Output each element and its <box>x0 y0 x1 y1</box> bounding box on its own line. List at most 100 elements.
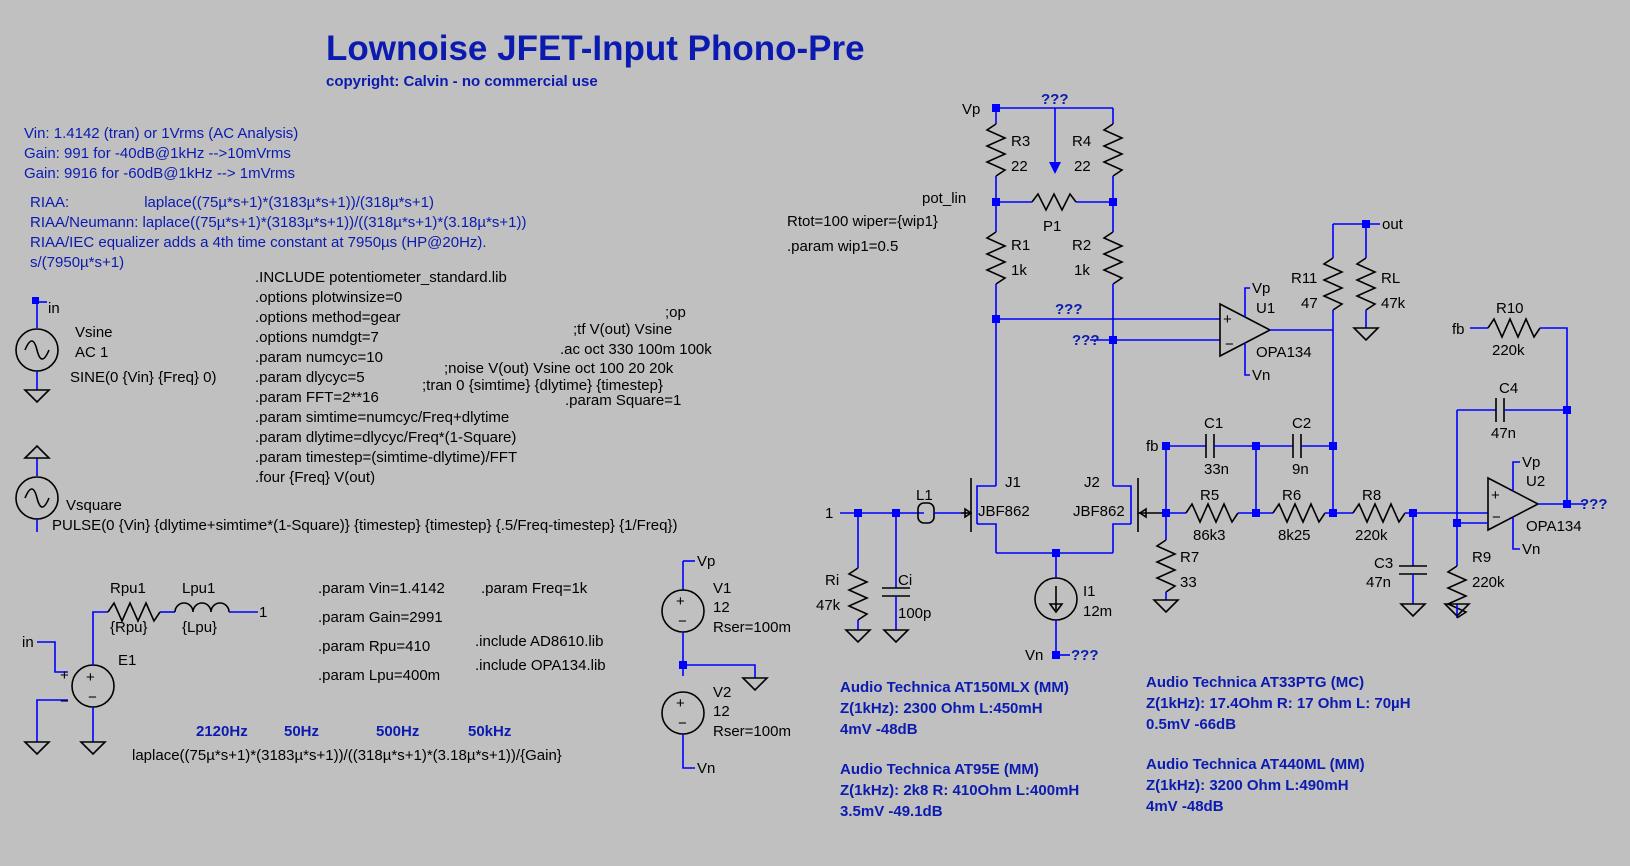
vsquare-source[interactable]: Vsquare PULSE(0 {Vin} {dlytime+simtime*(… <box>15 444 677 534</box>
u1-vn: Vn <box>1252 367 1270 384</box>
directive-square: .param Square=1 <box>565 392 681 409</box>
j1-name: J1 <box>1005 474 1021 491</box>
p1-name: P1 <box>1043 218 1061 235</box>
rpu-name: Rpu1 <box>110 580 146 597</box>
ground-icon <box>23 389 51 404</box>
svg-text:+: + <box>1223 311 1232 328</box>
opamp-u2[interactable]: + − ??? Vp Vn U2 OPA134 C4 47n fb R10 22… <box>1443 300 1608 619</box>
v1-rser: Rser=100m <box>713 619 791 636</box>
c3-value: 47n <box>1366 574 1391 591</box>
directive-noise: ;noise V(out) Vsine oct 100 20 20k <box>444 360 674 377</box>
r11-name: R11 <box>1291 270 1317 287</box>
directive-op: ;op <box>665 304 686 321</box>
riaa-network[interactable]: fb C1 33n C2 9n R5 86k3 R6 8k25 <box>1146 415 1488 618</box>
svg-text:−: − <box>60 693 69 710</box>
l1-name: L1 <box>916 487 933 504</box>
directive-line: .param timestep=(simtime-dlytime)/FFT <box>255 449 517 466</box>
param-lpu: .param Lpu=400m <box>318 667 440 684</box>
cartridge-name: Audio Technica AT95E (MM) <box>840 761 1039 778</box>
c1-name: C1 <box>1204 415 1223 432</box>
cartridge-name: Audio Technica AT440ML (MM) <box>1146 756 1365 773</box>
cartridge-notes: Audio Technica AT150MLX (MM) Z(1kHz): 23… <box>840 674 1411 820</box>
qmark-label: ??? <box>1041 91 1069 108</box>
include-opa134: .include OPA134.lib <box>475 657 606 674</box>
spice-directives: .INCLUDE potentiometer_standard.lib .opt… <box>255 269 712 486</box>
vsine-ac: AC 1 <box>75 344 108 361</box>
r2-value: 1k <box>1074 262 1090 279</box>
r9-name: R9 <box>1472 549 1491 566</box>
riaa-line: s/(7950µ*s+1) <box>30 254 124 271</box>
ri-name: Ri <box>825 572 839 589</box>
rl-name: RL <box>1381 270 1400 287</box>
param-vin: .param Vin=1.4142 <box>318 580 445 597</box>
power-supplies[interactable]: Vp + − + − Vn V1 12 Rser=100m V2 12 Rser… <box>661 553 791 777</box>
c3-name: C3 <box>1374 555 1393 572</box>
param-gain: .param Gain=2991 <box>318 609 443 626</box>
ground-icon <box>741 677 769 692</box>
current-source-i1[interactable]: Vn ??? I1 12m <box>1025 577 1112 664</box>
directive-line: .param simtime=numcyc/Freq+dlytime <box>255 409 509 426</box>
param-rpu: .param Rpu=410 <box>318 638 430 655</box>
r10-value: 220k <box>1492 342 1525 359</box>
input-network[interactable]: 1 L1 Ri 47k Ci 100p <box>816 487 961 644</box>
directive-line: .options method=gear <box>255 309 401 326</box>
pickup-node: 1 <box>259 604 267 621</box>
cartridge-impedance: Z(1kHz): 2300 Ohm L:450mH <box>840 700 1043 717</box>
r6-value: 8k25 <box>1278 527 1311 544</box>
note-line: Vin: 1.4142 (tran) or 1Vrms (AC Analysis… <box>24 125 298 142</box>
rl-value: 47k <box>1381 295 1406 312</box>
j1-model: JBF862 <box>978 503 1030 520</box>
vsquare-value: PULSE(0 {Vin} {dlytime+simtime*(1-Square… <box>52 517 677 534</box>
directive-line: .param numcyc=10 <box>255 349 383 366</box>
r11-value: 47 <box>1301 295 1318 312</box>
rpu-value: {Rpu} <box>110 619 148 636</box>
directive-tf: ;tf V(out) Vsine <box>573 321 672 338</box>
svg-text:−: − <box>678 613 687 630</box>
p1-rtot: Rtot=100 wiper={wip1} <box>787 213 938 230</box>
supply-vn: Vn <box>697 760 715 777</box>
cartridge-level: 3.5mV -49.1dB <box>840 803 943 820</box>
u2-name: U2 <box>1526 473 1545 490</box>
ground-icon <box>882 629 910 644</box>
supply-vp: Vp <box>697 553 715 570</box>
vsine-source[interactable]: in Vsine AC 1 SINE(0 {Vin} {Freq} 0) <box>15 297 216 404</box>
qmark-label: ??? <box>1071 647 1099 664</box>
input-stage-supply[interactable]: Vp ??? R3 22 R4 22 pot_lin P1 Rtot=100 w… <box>787 91 1124 486</box>
v1-name: V1 <box>713 580 731 597</box>
param-freq: .param Freq=1k <box>481 580 588 597</box>
lpu-value: {Lpu} <box>182 619 217 636</box>
svg-text:+: + <box>60 667 69 684</box>
svg-text:+: + <box>1491 487 1500 504</box>
directive-line: .options numdgt=7 <box>255 329 379 346</box>
r4-value: 22 <box>1074 158 1091 175</box>
svg-text:−: − <box>678 715 687 732</box>
vsine-value: SINE(0 {Vin} {Freq} 0) <box>70 369 216 386</box>
v2-rser: Rser=100m <box>713 723 791 740</box>
j2-name: J2 <box>1084 474 1100 491</box>
output-load[interactable]: out R11 47 RL 47k <box>1291 216 1406 510</box>
qmark-label: ??? <box>1055 301 1083 318</box>
lpu-name: Lpu1 <box>182 580 215 597</box>
j2-model: JBF862 <box>1073 503 1125 520</box>
jfet-pair[interactable]: J1 JBF862 J2 JBF862 <box>961 474 1166 578</box>
pot-model: pot_lin <box>922 190 966 207</box>
cartridge-level: 4mV -48dB <box>840 721 918 738</box>
pickup-model[interactable]: Rpu1 {Rpu} Lpu1 {Lpu} 1 + − + − in E1 <box>22 580 267 756</box>
r9-value: 220k <box>1472 574 1505 591</box>
c4-value: 47n <box>1491 425 1516 442</box>
directive-line: .options plotwinsize=0 <box>255 289 402 306</box>
svg-text:+: + <box>86 669 95 686</box>
vp-rail-label: Vp <box>962 101 980 118</box>
opamp-u1[interactable]: ??? ??? + − Vp Vn U1 OPA134 <box>992 280 1333 384</box>
ground-icon <box>844 629 872 644</box>
ground-icon <box>79 741 107 756</box>
r1-name: R1 <box>1011 237 1030 254</box>
freq-label: 2120Hz <box>196 723 248 740</box>
i1-value: 12m <box>1083 603 1112 620</box>
qmark-label: ??? <box>1580 496 1608 513</box>
riaa-line: RIAA: laplace((75µ*s+1)*(3183µ*s+1))/(31… <box>30 194 434 211</box>
u1-vp: Vp <box>1252 280 1270 297</box>
r6-name: R6 <box>1282 487 1301 504</box>
ground-icon <box>1152 599 1180 614</box>
